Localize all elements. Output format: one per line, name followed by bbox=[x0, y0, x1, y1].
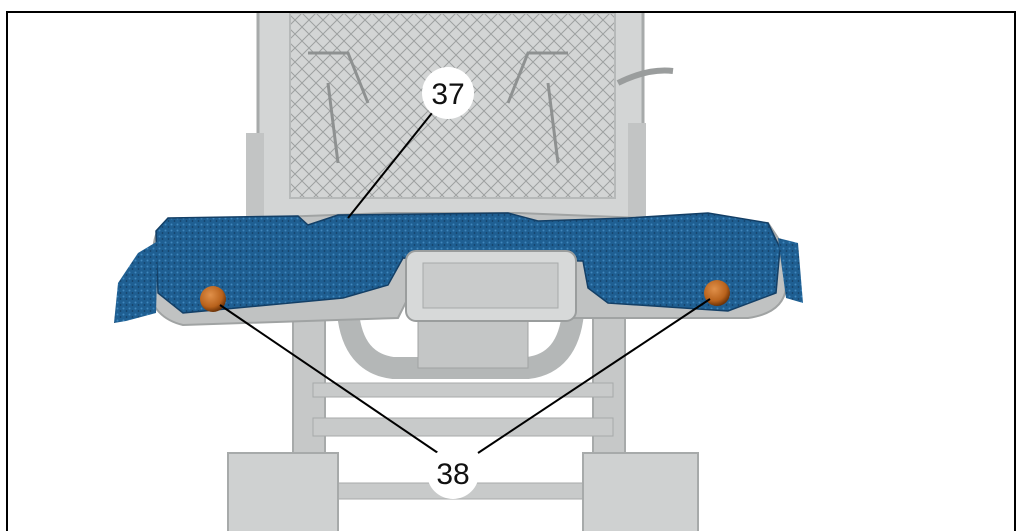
backrest-frame bbox=[246, 13, 674, 228]
illustration-frame: 37 38 bbox=[6, 11, 1016, 531]
callout-label-37: 37 bbox=[431, 78, 464, 111]
leader-line-37 bbox=[347, 112, 433, 219]
seat-pad bbox=[114, 212, 803, 327]
leader-lines bbox=[219, 112, 711, 454]
left-plug bbox=[200, 286, 226, 312]
right-plug bbox=[704, 280, 730, 306]
leader-line-38-right bbox=[477, 298, 711, 454]
callout-label-38: 38 bbox=[436, 458, 469, 491]
seat-base-frame bbox=[227, 302, 699, 531]
callout-37: 37 bbox=[422, 67, 474, 119]
seat-frame-illustration: 37 38 bbox=[114, 13, 803, 531]
callout-38: 38 bbox=[427, 447, 479, 499]
leader-line-38-left bbox=[219, 304, 439, 454]
